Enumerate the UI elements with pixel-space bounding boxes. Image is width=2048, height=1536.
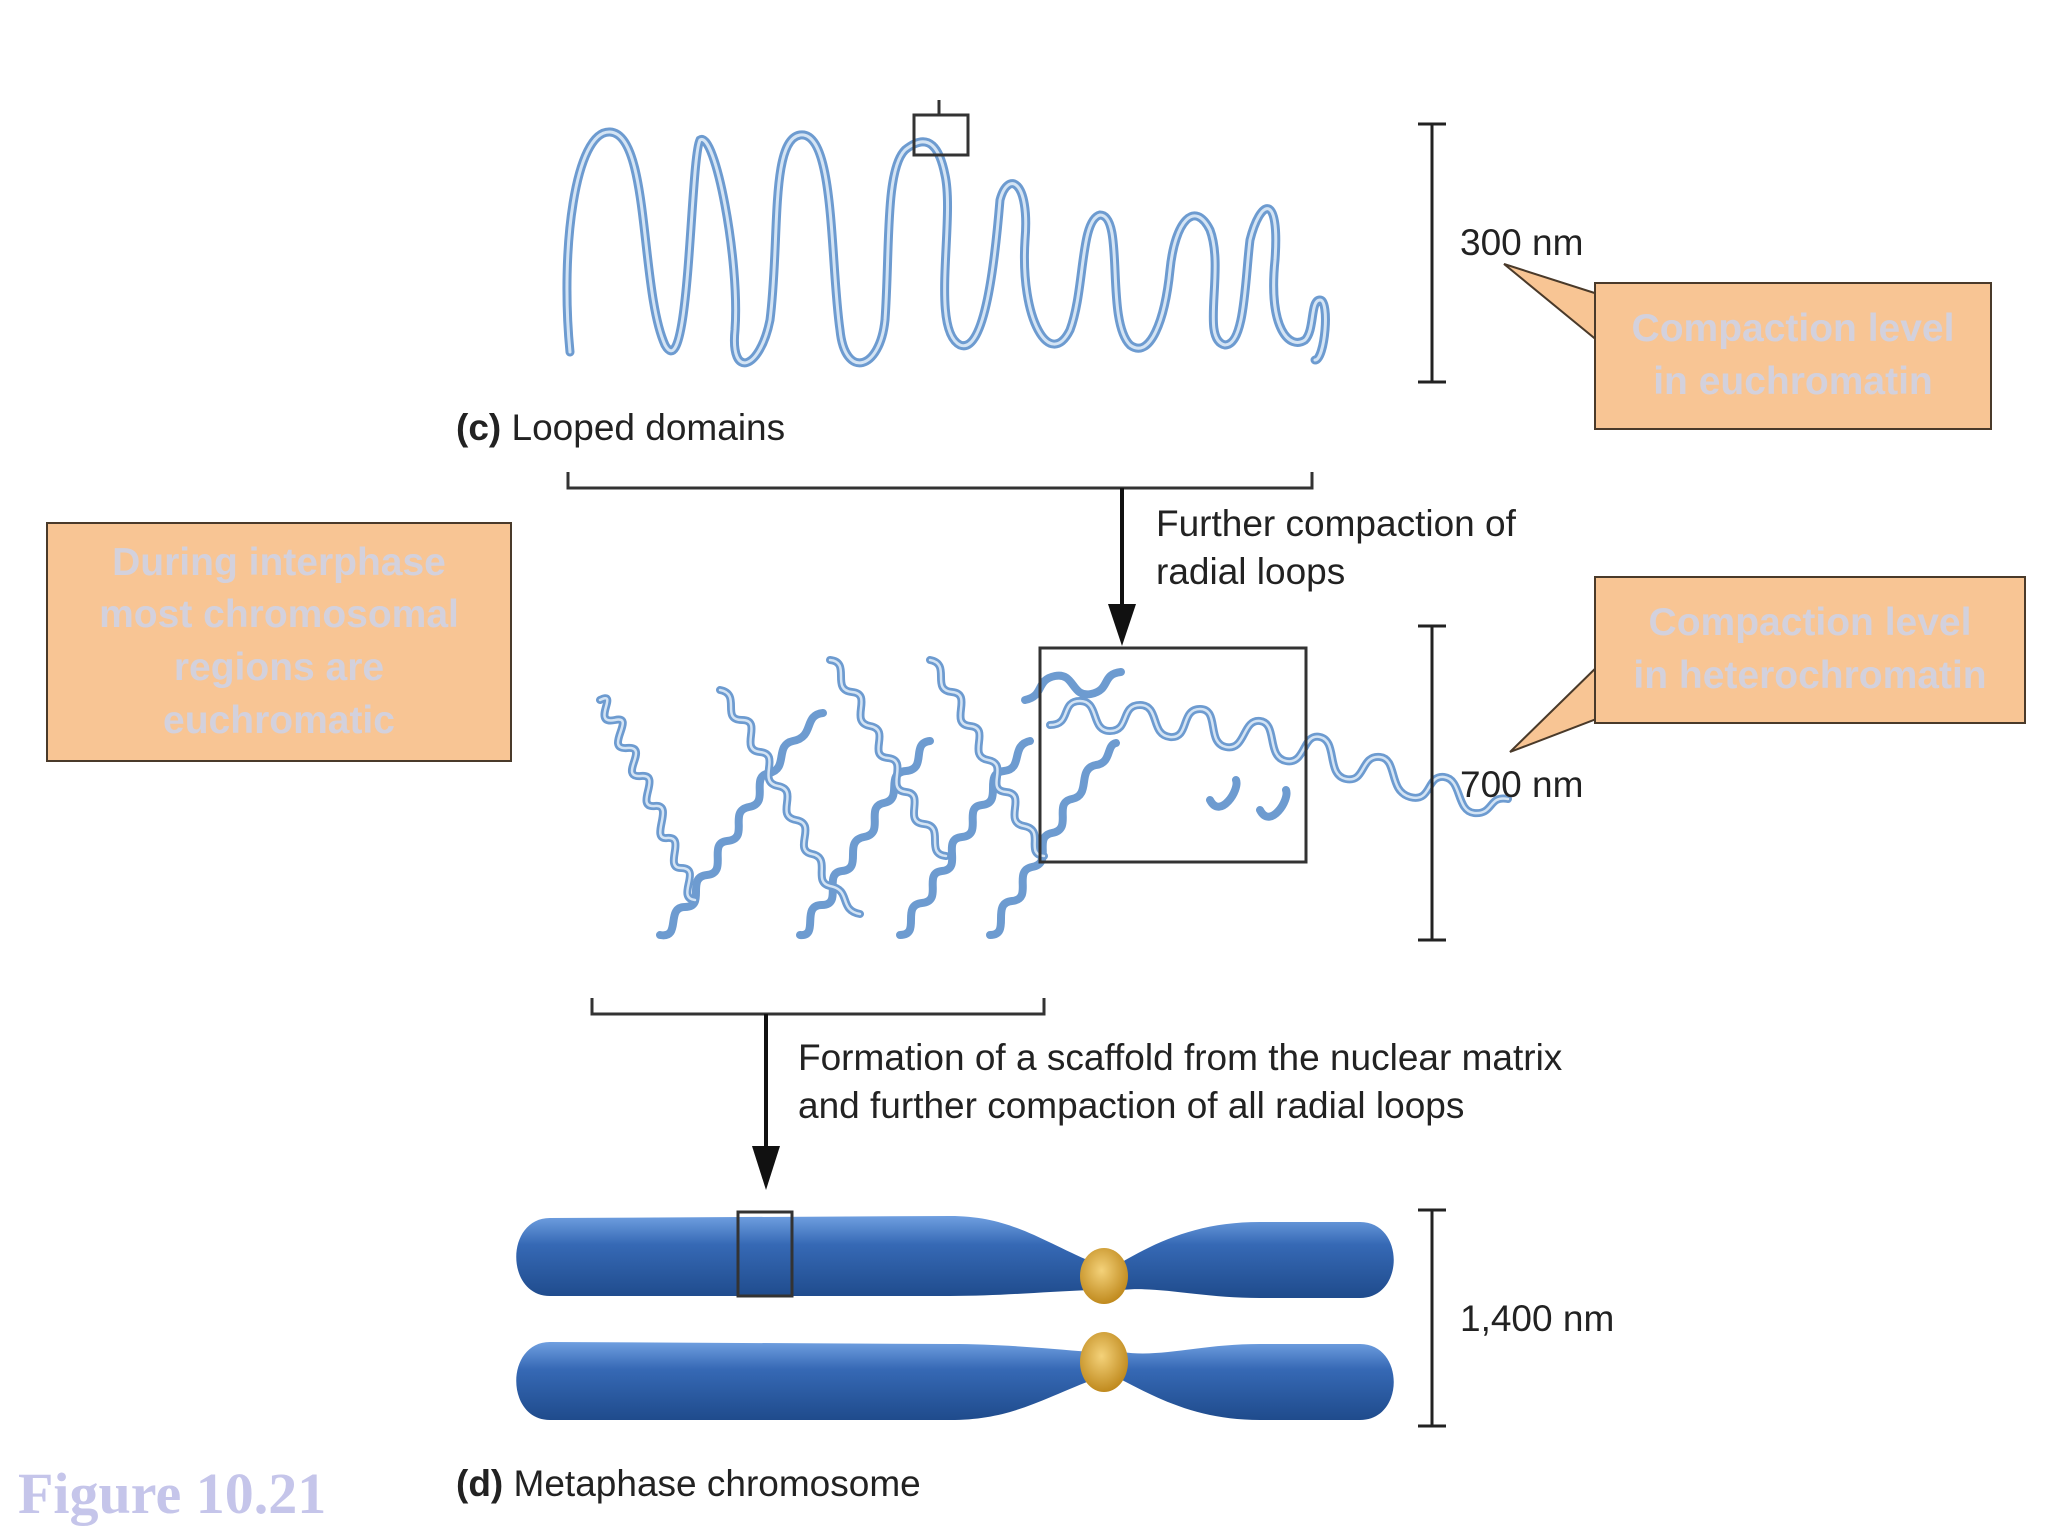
zoom-box-top: [912, 113, 970, 157]
arrow-1-caption-line2: radial loops: [1156, 551, 1346, 593]
arrow-1-caption: Further compaction of radial loops: [1156, 500, 1516, 596]
callout-heterochromatin-line1: Compaction level: [1648, 601, 1972, 645]
scale-bar-700: [1418, 624, 1446, 942]
zoom-box-middle: [1038, 646, 1308, 864]
scale-label-1400: 1,400 nm: [1460, 1298, 1615, 1339]
callout-heterochromatin: Compaction level in heterochromatin: [1594, 576, 2026, 724]
callout-euchromatin-line1: Compaction level: [1631, 307, 1955, 351]
radial-loops-coil-highlight: [598, 658, 1510, 916]
callout-heterochromatin-pointer: [1509, 657, 1605, 753]
panel-d-title: Metaphase chromosome: [513, 1463, 921, 1504]
chromatid-bottom: [516, 1342, 1394, 1420]
figure-label: Figure 10.21: [18, 1461, 327, 1526]
arrow-1-head: [1108, 604, 1136, 646]
callout-euchromatin-pointer: [1503, 263, 1605, 349]
callout-heterochromatin-line2: in heterochromatin: [1633, 654, 1987, 697]
chromatid-top: [516, 1216, 1394, 1298]
panel-c-title: Looped domains: [511, 407, 786, 448]
metaphase-chromosome: [516, 1210, 1394, 1420]
radial-loops-coil: [596, 656, 1512, 940]
arrow-2-caption-line1: Formation of a scaffold from the nuclear…: [798, 1037, 1563, 1078]
callout-interphase-line4: euchromatic: [163, 698, 395, 742]
centromere-bottom: [1080, 1332, 1128, 1392]
arrow-2-head: [752, 1146, 780, 1190]
panel-c-label: (c) Looped domains: [456, 404, 785, 452]
callout-euchromatin: Compaction level in euchromatin: [1594, 282, 1992, 430]
zoom-box-chromosome: [736, 1210, 794, 1298]
panel-d-letter: (d): [456, 1463, 504, 1504]
callout-euchromatin-line2: in euchromatin: [1653, 360, 1933, 403]
panel-d-label: (d) Metaphase chromosome: [456, 1460, 921, 1508]
callout-interphase-line3: regions are: [173, 646, 385, 689]
callout-interphase-line1: During interphase: [112, 540, 446, 584]
arrow-2-caption-line2: and further compaction of all radial loo…: [798, 1085, 1465, 1127]
looped-domains-fiber: [562, 127, 1330, 368]
panel-c-letter: (c): [456, 407, 502, 448]
centromere-top: [1080, 1248, 1128, 1304]
bracket-panel-c: [566, 472, 1314, 490]
arrow-2-caption: Formation of a scaffold from the nuclear…: [798, 1034, 1562, 1130]
bracket-middle: [590, 998, 1046, 1016]
arrow-1-caption-line1: Further compaction of: [1156, 503, 1516, 544]
scale-label-700: 700 nm: [1460, 764, 1584, 805]
scale-label-300: 300 nm: [1460, 222, 1584, 263]
callout-interphase: During interphase most chromosomal regio…: [46, 522, 512, 762]
scale-bar-1400: [1418, 1208, 1446, 1428]
callout-interphase-line2: most chromosomal: [99, 593, 459, 637]
scale-bar-300: [1418, 122, 1446, 384]
